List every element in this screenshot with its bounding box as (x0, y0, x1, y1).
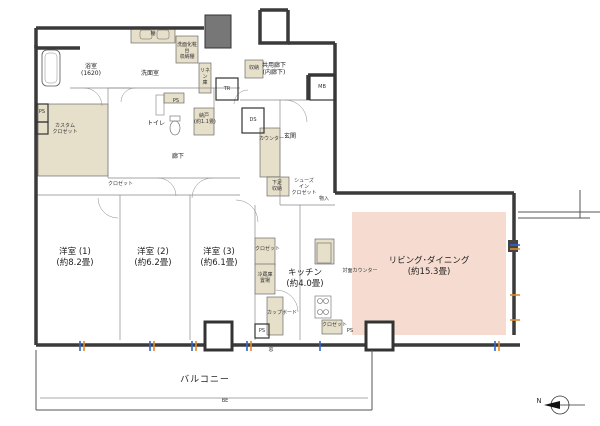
interior-partitions (36, 87, 335, 340)
shelf-label: 棚 (150, 31, 156, 37)
kitchen-sink (316, 242, 332, 264)
window-indicators (79, 244, 520, 351)
closet-k-label: クロゼット (322, 322, 348, 328)
hallway-label: 廊下 (171, 153, 184, 160)
ds-label: DS (249, 117, 257, 123)
western-room-3-label: 洋室 (3)(約6.1畳) (200, 247, 238, 268)
top-shelves-label: 洗面化粧台 収納棚 (176, 42, 197, 60)
ps-label-4: PS (346, 328, 354, 334)
compass-icon (544, 395, 585, 415)
ps-label-3: PS (258, 328, 266, 334)
cupboard-label: カップボード (267, 310, 298, 316)
side-railing (518, 190, 600, 219)
western-room-2-label: 洋室 (2)(約6.2畳) (134, 247, 172, 268)
ps-label-2: PS (172, 98, 180, 104)
kitchen-stove (314, 295, 332, 319)
toilet-label: トイレ (146, 120, 165, 127)
exterior-walls (34, 8, 520, 347)
counter-label: 対面カウンター (342, 268, 378, 274)
column-right (508, 240, 518, 252)
bath-label: 浴室(1620) (81, 63, 101, 77)
storage-fills (37, 28, 343, 336)
linen-label: リネン 庫 (199, 68, 210, 86)
counter-small-label: カウンター (259, 136, 285, 142)
western-room-1-label: 洋室 (1)(約8.2畳) (56, 247, 94, 268)
entrance-label: 玄関 (283, 133, 296, 140)
mb-label: MB (318, 84, 326, 90)
shoes-closet-label: シューズ イン クロゼット (291, 178, 317, 196)
ps-label-1: PS (38, 109, 46, 115)
column-bottom-left (203, 320, 234, 352)
wash-basin (139, 29, 153, 40)
storage-label: 納戸(約1.1畳) (194, 113, 216, 125)
closet-custom-label: カスタム クロゼット (52, 123, 78, 135)
tr-label: TR (223, 86, 231, 92)
washroom-label: 洗面室 (140, 70, 159, 77)
deliver-label: 物入 (318, 196, 329, 202)
column-bottom-right (364, 320, 395, 352)
living-dining-label: リビング･ダイニング(約15.3畳) (388, 256, 470, 277)
closet-small-label: クロゼット (108, 181, 134, 187)
balcony-outline (35, 350, 373, 411)
fridge-label: 冷蔵庫 置場 (257, 272, 273, 284)
window-label: 窓 (268, 347, 274, 353)
living-room-floor (352, 212, 506, 335)
closet-small2-label: クロゼット (255, 246, 281, 252)
kitchen-label: キッチン(約4.0畳) (286, 268, 324, 289)
common-corridor-label: 共用廊下(内廊下) (261, 62, 286, 76)
utility-walls (35, 74, 336, 339)
bathtub (41, 49, 61, 87)
clothes-shelf-label: 収納 (248, 65, 259, 71)
entrance-storage-label: 下足 収納 (271, 180, 282, 192)
compass-north-label: N (536, 397, 542, 405)
toilet-fixture (169, 120, 181, 136)
bench-label: BE (221, 398, 229, 404)
balcony-label: バルコニー (180, 375, 230, 385)
shaft-top (204, 14, 232, 49)
